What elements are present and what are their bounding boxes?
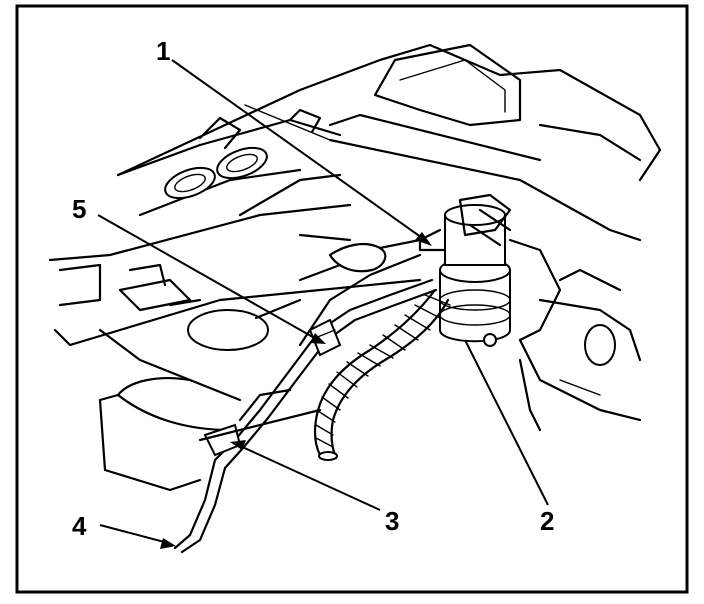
leader-5 [97, 214, 319, 341]
callout-2: 2 [540, 506, 554, 536]
leader-4-arrow [160, 538, 176, 549]
leader-2 [464, 339, 549, 506]
rear-body-panel [116, 43, 662, 242]
callout-4: 4 [72, 511, 87, 541]
floor-pan [48, 173, 422, 402]
leader-1 [171, 59, 426, 241]
leader-4 [99, 524, 169, 544]
pipe-bracket [198, 388, 322, 457]
leader-3-arrow [230, 440, 246, 450]
leader-lines [97, 59, 549, 549]
cross-member [116, 108, 342, 217]
leader-3 [237, 444, 381, 511]
canister-bracket [483, 238, 642, 432]
vent-pipe [173, 253, 438, 554]
rear-wheel-well [98, 377, 232, 492]
callout-5: 5 [72, 194, 86, 224]
leader-1-arrow [415, 232, 432, 246]
callout-3: 3 [385, 506, 399, 536]
evap-canister [418, 193, 512, 343]
leader-5-arrow [310, 333, 326, 344]
diagram-border [15, 4, 689, 594]
floor-pipes [298, 233, 422, 282]
callout-1: 1 [156, 36, 170, 66]
corrugated-vent-hose [314, 288, 451, 461]
